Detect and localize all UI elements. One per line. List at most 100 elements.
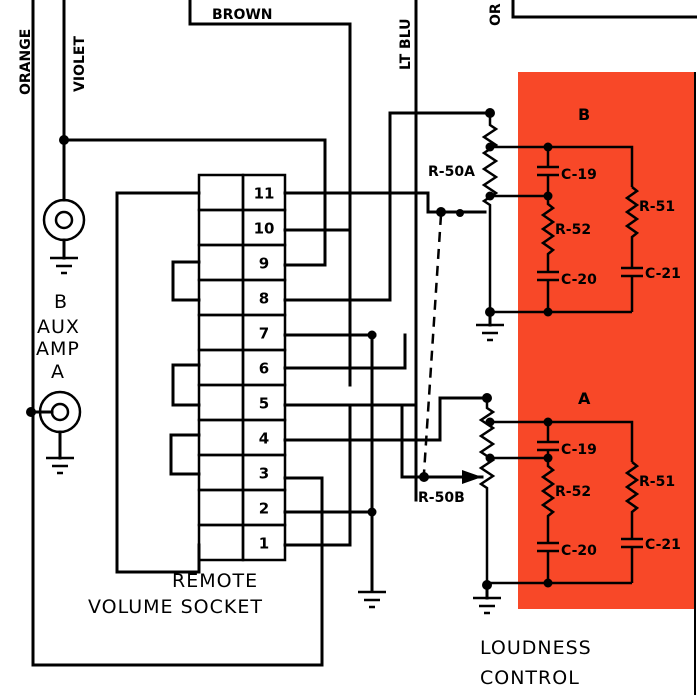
label-r51: R-51 bbox=[639, 199, 675, 215]
label-c21: C-21 bbox=[645, 266, 681, 282]
socket-pin-label: 1 bbox=[259, 535, 269, 553]
aux-label-aux: AUX bbox=[37, 316, 80, 338]
remote-volume-socket: 11 10 9 8 7 6 5 4 3 2 1 bbox=[197, 173, 287, 562]
socket-pin-row: 7 bbox=[197, 313, 287, 352]
junction-dot bbox=[59, 135, 69, 145]
label-r52: R-52 bbox=[555, 222, 591, 238]
label-r51: R-51 bbox=[639, 474, 675, 490]
socket-cell bbox=[197, 243, 245, 282]
socket-pin-row: 4 bbox=[197, 418, 287, 457]
socket-cell bbox=[197, 313, 245, 352]
section-title-line2: CONTROL bbox=[480, 667, 580, 689]
junction-dot bbox=[485, 453, 495, 463]
aux-label-amp: AMP bbox=[36, 338, 80, 360]
junction-dot bbox=[543, 191, 553, 201]
junction-dot bbox=[367, 330, 377, 340]
wire-label-orange: ORANGE bbox=[18, 29, 34, 95]
socket-cell bbox=[197, 173, 245, 212]
label-c20: C-20 bbox=[561, 543, 597, 559]
socket-left-jumpers bbox=[115, 191, 201, 574]
socket-cell bbox=[197, 208, 245, 247]
junction-dot bbox=[26, 407, 36, 417]
socket-cell bbox=[197, 523, 245, 562]
aux-label-a: A bbox=[51, 361, 65, 383]
socket-cell bbox=[197, 488, 245, 527]
top-wires bbox=[31, 0, 697, 667]
network-a: A C-19R-52C-20 R-51C-21 bbox=[485, 389, 681, 588]
socket-right-wires bbox=[283, 111, 492, 592]
socket-cell bbox=[197, 453, 245, 492]
junction-dot bbox=[543, 453, 553, 463]
label-r50b: R-50B bbox=[418, 490, 465, 506]
socket-cell bbox=[197, 348, 245, 387]
resistor-r51 bbox=[624, 461, 640, 539]
socket-pin-label: 3 bbox=[259, 465, 269, 483]
capacitor-c20 bbox=[537, 541, 559, 583]
resistor-r52 bbox=[540, 458, 556, 543]
socket-title-line1: REMOTE bbox=[172, 570, 258, 592]
aux-label-b: B bbox=[54, 291, 68, 313]
socket-pin-row: 5 bbox=[197, 383, 287, 422]
network-label: A bbox=[578, 389, 591, 408]
network-b: B C-19R-52C-20 R-51C-21 bbox=[485, 105, 681, 317]
socket-pin-label: 2 bbox=[259, 500, 269, 518]
junction-dot bbox=[485, 417, 495, 427]
gang-link bbox=[422, 214, 443, 474]
capacitor-c21 bbox=[621, 266, 643, 312]
socket-pin-label: 6 bbox=[259, 360, 269, 378]
junction-dot bbox=[485, 191, 495, 201]
socket-pin-label: 9 bbox=[259, 255, 269, 273]
capacitor-c19 bbox=[537, 422, 559, 458]
socket-cell bbox=[197, 383, 245, 422]
socket-pin-label: 4 bbox=[259, 430, 269, 448]
junction-dot bbox=[543, 578, 553, 588]
label-c19: C-19 bbox=[561, 167, 597, 183]
label-c21: C-21 bbox=[645, 537, 681, 553]
socket-pin-row: 10 bbox=[197, 208, 287, 247]
socket-cell bbox=[197, 278, 245, 317]
section-title-line1: LOUDNESS bbox=[480, 637, 592, 659]
resistor-r52 bbox=[540, 196, 556, 272]
socket-pin-label: 11 bbox=[254, 185, 275, 203]
wire-label-brown: BROWN bbox=[212, 7, 273, 23]
ground-symbol bbox=[358, 590, 386, 609]
wire-label-violet: VIOLET bbox=[72, 36, 88, 92]
socket-pin-label: 5 bbox=[259, 395, 269, 413]
socket-pin-label: 8 bbox=[259, 290, 269, 308]
potentiometer-r50a bbox=[436, 108, 504, 342]
aux-jack-b bbox=[42, 176, 86, 275]
capacitor-c21 bbox=[621, 537, 643, 583]
junction-dot bbox=[543, 142, 553, 152]
wire-label-orange-partial: OR bbox=[488, 3, 504, 26]
socket-cell bbox=[197, 418, 245, 457]
socket-pin-row: 3 bbox=[197, 453, 287, 492]
network-label: B bbox=[578, 105, 590, 124]
loudness-network-highlight bbox=[518, 72, 694, 609]
wire-label-lt-blue: LT BLU bbox=[398, 19, 414, 71]
bottom-loop-wire bbox=[31, 476, 324, 667]
junction-dot bbox=[543, 417, 553, 427]
label-c19: C-19 bbox=[561, 442, 597, 458]
junction-dot bbox=[543, 307, 553, 317]
socket-pin-row: 8 bbox=[197, 278, 287, 317]
aux-jack-a bbox=[31, 390, 82, 475]
socket-pin-row: 2 bbox=[197, 488, 287, 527]
label-r52: R-52 bbox=[555, 484, 591, 500]
socket-pin-row: 6 bbox=[197, 348, 287, 387]
socket-pin-row: 1 bbox=[197, 523, 287, 562]
socket-pin-row: 9 bbox=[197, 243, 287, 282]
socket-cell bbox=[241, 523, 287, 562]
potentiometer-r50b bbox=[419, 393, 501, 615]
socket-pin-label: 7 bbox=[259, 325, 269, 343]
capacitor-c19 bbox=[537, 147, 559, 196]
junction-dot bbox=[485, 142, 495, 152]
socket-title-line2: VOLUME SOCKET bbox=[88, 596, 263, 618]
label-r50a: R-50A bbox=[428, 164, 475, 180]
resistor-r51 bbox=[624, 186, 640, 268]
socket-pin-row: 11 bbox=[197, 173, 287, 212]
socket-pin-label: 10 bbox=[254, 220, 275, 238]
capacitor-c20 bbox=[537, 270, 559, 312]
label-c20: C-20 bbox=[561, 272, 597, 288]
junction-dot bbox=[367, 507, 377, 517]
